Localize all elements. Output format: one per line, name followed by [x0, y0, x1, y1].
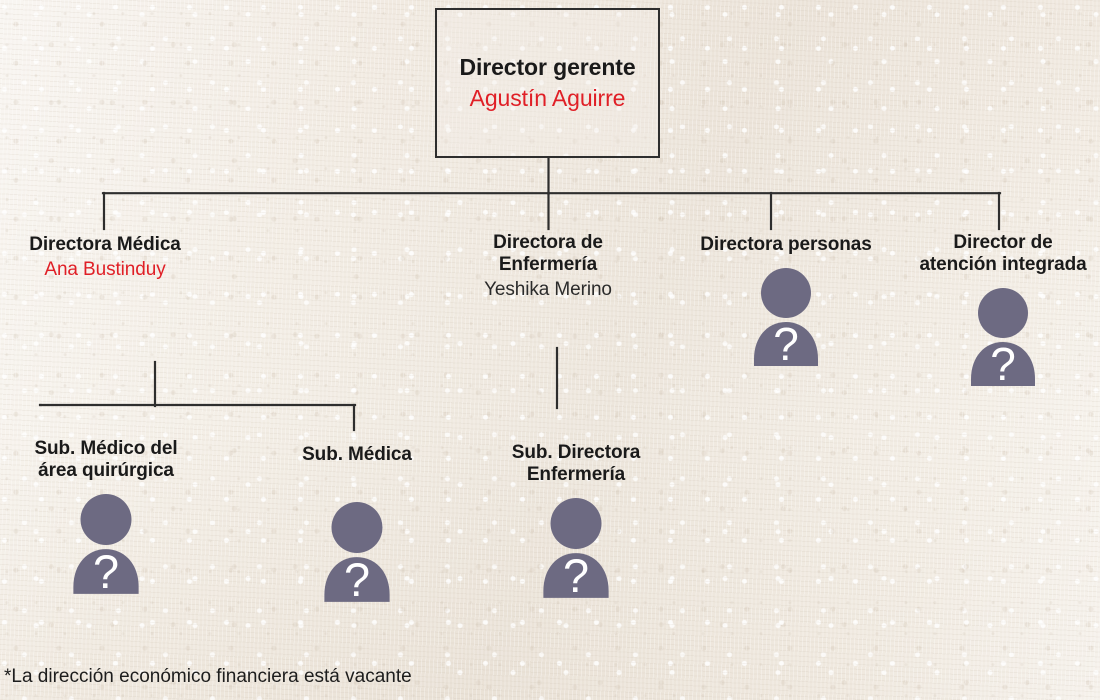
unknown-person-icon: ?: [73, 494, 139, 598]
unknown-person-icon: ?: [543, 498, 609, 602]
svg-text:?: ?: [773, 318, 799, 370]
svg-text:?: ?: [563, 550, 589, 602]
node-title-line2: Enfermería: [526, 464, 626, 486]
node-title-line1: Director de: [953, 232, 1053, 253]
node-title-line1: Sub. Directora: [511, 442, 641, 463]
node-sub-directora-enfermeria[interactable]: Sub. Directora Enfermería ?: [470, 442, 682, 602]
unknown-person-icon: ?: [971, 288, 1035, 390]
node-title-line2: Enfermería: [498, 254, 598, 276]
svg-text:?: ?: [93, 546, 119, 598]
node-directora-personas[interactable]: Directora personas ?: [666, 234, 906, 370]
svg-text:?: ?: [344, 554, 370, 606]
node-title: Directora Médica: [29, 234, 181, 255]
footnote-vacancy: *La dirección económico financiera está …: [4, 666, 412, 687]
unknown-person-icon: ?: [324, 502, 390, 606]
node-title-line2: atención integrada: [919, 254, 1087, 276]
unknown-person-icon: ?: [754, 268, 818, 370]
svg-text:?: ?: [990, 338, 1016, 390]
node-person-name: Yeshika Merino: [484, 279, 612, 301]
node-directora-medica[interactable]: Directora Médica Ana Bustinduy: [2, 234, 208, 281]
node-director-gerente[interactable]: Director gerente Agustín Aguirre: [435, 8, 660, 158]
node-title-line1: Directora de: [493, 232, 603, 253]
node-title: Directora personas: [700, 234, 872, 255]
node-sub-medico-area-quirurgica[interactable]: Sub. Médico del área quirúrgica ?: [0, 438, 212, 598]
node-directora-enfermeria[interactable]: Directora de Enfermería Yeshika Merino: [440, 232, 656, 301]
node-director-atencion-integrada[interactable]: Director de atención integrada ?: [906, 232, 1100, 390]
node-title-line2: área quirúrgica: [38, 460, 174, 482]
node-title: Director gerente: [459, 54, 636, 81]
node-sub-medica[interactable]: Sub. Médica ?: [268, 444, 446, 606]
node-title: Sub. Médica: [302, 444, 412, 465]
node-person-name: Ana Bustinduy: [44, 259, 166, 281]
node-title-line1: Sub. Médico del: [34, 438, 178, 459]
node-person-name: Agustín Aguirre: [469, 84, 626, 111]
